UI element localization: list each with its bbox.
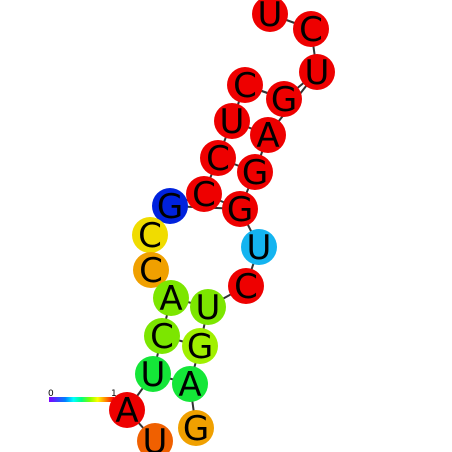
nucleotide-node: A: [109, 391, 145, 431]
nucleotide-node: G: [237, 153, 273, 193]
color-scale-bar: [49, 397, 114, 402]
nucleotide-base-label: C: [138, 216, 162, 256]
nucleotide-base-label: A: [115, 391, 138, 431]
nucleotide-node: G: [178, 409, 214, 449]
nucleotide-circle: [135, 356, 171, 392]
legend-max-label: 1: [111, 389, 117, 399]
nucleotide-node: A: [172, 365, 208, 405]
nucleotide-node: C: [186, 175, 222, 215]
nucleotide-circle: [228, 268, 264, 304]
nucleotide-node: C: [133, 251, 169, 291]
nucleotide-circle: [222, 191, 258, 227]
nucleotide-base-label: C: [233, 66, 257, 106]
nucleotide-circle: [200, 140, 236, 176]
nucleotide-circle: [227, 67, 263, 103]
nucleotide-base-label: G: [242, 153, 268, 193]
nucleotide-base-label: A: [178, 365, 201, 405]
nucleotide-base-label: G: [187, 327, 213, 367]
nucleotide-node: C: [293, 10, 329, 50]
nucleotide-node: A: [153, 279, 189, 319]
nucleotide-circle: [109, 392, 145, 428]
nucleotide-circle: [137, 423, 173, 452]
nucleotide-base-label: U: [141, 355, 166, 395]
nucleotide-node: G: [152, 187, 188, 227]
nucleotide-circle: [153, 280, 189, 316]
nucleotide-base-label: G: [227, 190, 253, 230]
nucleotide-base-label: C: [139, 251, 163, 291]
nucleotide-node: C: [132, 216, 168, 256]
nucleotide-base-label: U: [143, 422, 168, 452]
nucleotide-base-label: C: [234, 267, 258, 307]
nucleotide-node: C: [144, 317, 180, 357]
nucleotide-circle: [186, 176, 222, 212]
nucleotide-node: U: [252, 0, 288, 35]
nucleotide-node: G: [182, 327, 218, 367]
nucleotide-node: U: [190, 288, 226, 328]
legend-min-label: 0: [48, 389, 54, 399]
nucleotide-base-label: U: [247, 228, 272, 268]
nucleotide-base-label: C: [192, 175, 216, 215]
nucleotide-base-label: U: [258, 0, 283, 35]
nucleotide-node: C: [228, 267, 264, 307]
nucleotide-node: A: [250, 116, 286, 156]
nucleotide-circle: [252, 0, 288, 32]
nucleotide-circle: [250, 117, 286, 153]
nucleotide-circle: [152, 188, 188, 224]
nucleotide-base-label: U: [196, 288, 221, 328]
nucleotide-circle: [214, 103, 250, 139]
nucleotide-node: G: [266, 80, 302, 120]
nucleotide-node: C: [227, 66, 263, 106]
nucleotide-node: U: [214, 102, 250, 142]
nucleotide-base-label: A: [159, 279, 182, 319]
nucleotide-base-label: U: [305, 53, 330, 93]
nucleotide-base-label: U: [220, 102, 245, 142]
nucleotide-base-label: A: [256, 116, 279, 156]
nucleotide-circle: [182, 328, 218, 364]
nucleotide-circle: [132, 217, 168, 253]
nucleotide-circle: [266, 81, 302, 117]
nucleotide-base-label: C: [206, 139, 230, 179]
nucleotide-circle: [178, 410, 214, 446]
nucleotide-circle: [237, 154, 273, 190]
nucleotide-node: G: [222, 190, 258, 230]
nucleotide-base-label: C: [299, 10, 323, 50]
nucleotide-base-label: G: [183, 409, 209, 449]
color-scale-legend: 0 1: [48, 389, 117, 402]
nucleotide-circle: [190, 289, 226, 325]
nucleotide-circle: [172, 366, 208, 402]
nucleotide-circle: [299, 54, 335, 90]
nucleotide-node: U: [135, 355, 171, 395]
nucleotide-node: U: [241, 228, 277, 268]
nucleotide-node: C: [200, 139, 236, 179]
nucleotide-base-label: C: [150, 317, 174, 357]
nucleotide-circle: [144, 318, 180, 354]
nucleotide-base-label: G: [271, 80, 297, 120]
nucleotide-base-label: G: [157, 187, 183, 227]
nucleotide-circle: [241, 229, 277, 265]
nucleotide-node: U: [137, 422, 173, 452]
nucleotide-node: U: [299, 53, 335, 93]
nucleotide-circle: [293, 11, 329, 47]
nucleotide-circle: [133, 252, 169, 288]
